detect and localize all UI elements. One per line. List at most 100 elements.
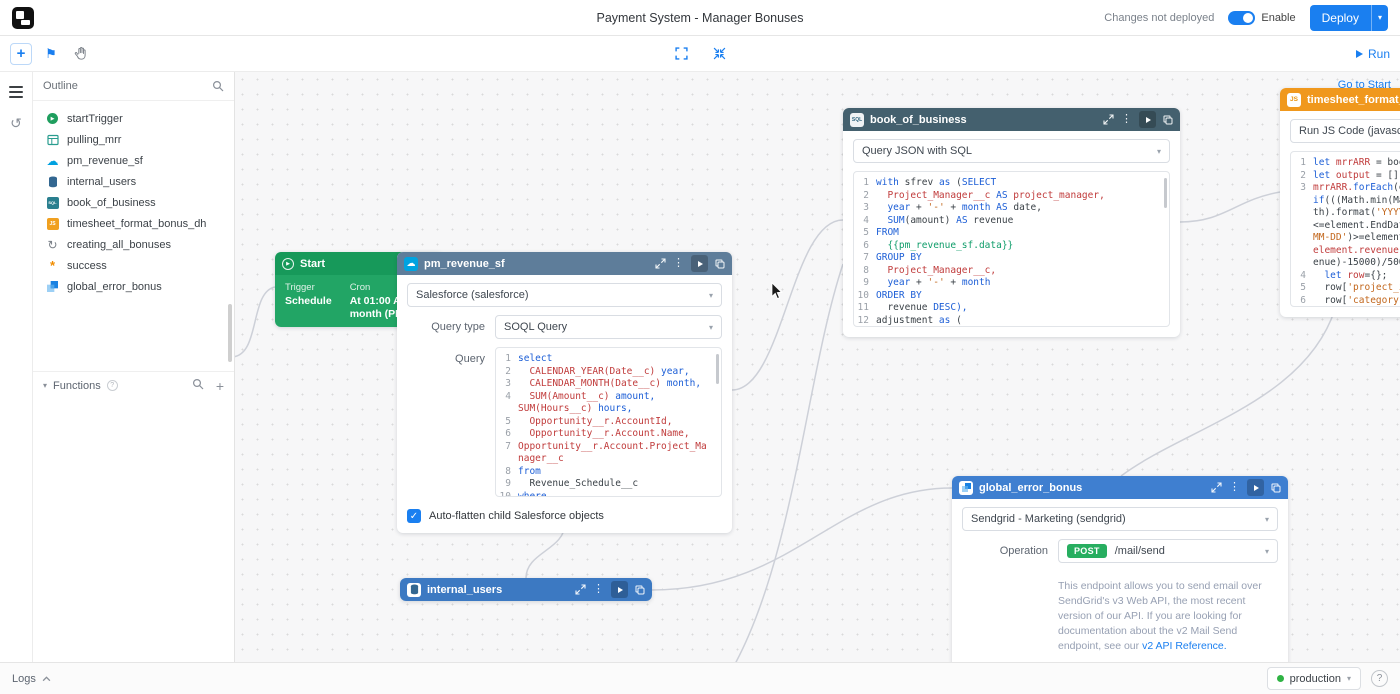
deploy-status: Changes not deployed	[1104, 12, 1214, 24]
outline-search-icon[interactable]	[212, 80, 224, 92]
collapse-view-button[interactable]	[708, 43, 730, 65]
copy-icon[interactable]	[1271, 483, 1281, 493]
trigger-label: Trigger	[285, 282, 332, 293]
page-title: Payment System - Manager Bonuses	[596, 11, 803, 25]
kebab-menu-icon[interactable]: ⋮	[593, 584, 604, 595]
start-trigger-icon: ▶	[47, 113, 58, 124]
environment-select[interactable]: production ▾	[1267, 667, 1361, 690]
sidebar-scrollbar[interactable]	[228, 304, 232, 362]
sidebar: ↺ Outline ▶ startTrigger pulling_mrr ☁ p…	[0, 72, 235, 662]
autoflatten-label: Auto-flatten child Salesforce objects	[429, 510, 604, 522]
expand-icon[interactable]	[575, 584, 586, 595]
sendgrid-icon	[959, 481, 973, 495]
enable-toggle[interactable]	[1228, 11, 1255, 25]
sql-icon: SQL	[850, 113, 864, 127]
deploy-button[interactable]: Deploy ▾	[1310, 5, 1388, 31]
deploy-caret-icon[interactable]: ▾	[1372, 5, 1388, 31]
enable-label: Enable	[1261, 12, 1295, 24]
node-pm-header[interactable]: ☁ pm_revenue_sf ⋮	[397, 252, 732, 275]
sidebar-item-global-error-bonus[interactable]: global_error_bonus	[33, 276, 234, 297]
play-icon	[1356, 50, 1363, 58]
js-code-editor[interactable]: 1let mrrARR = book2let output = [];3mrrA…	[1290, 151, 1400, 307]
sidebar-item-success[interactable]: * success	[33, 255, 234, 276]
history-icon[interactable]: ↺	[10, 116, 22, 130]
app-logo[interactable]	[12, 7, 34, 29]
sidebar-item-timesheet-format-bonus[interactable]: JS timesheet_format_bonus_dh	[33, 213, 234, 234]
copy-icon[interactable]	[635, 585, 645, 595]
query-type-select[interactable]: SOQL Query▾	[495, 315, 722, 339]
loop-icon: ↻	[46, 238, 59, 251]
bottom-bar: Logs production ▾ ?	[0, 662, 1400, 694]
sidebar-item-starttrigger[interactable]: ▶ startTrigger	[33, 108, 234, 129]
logs-toggle[interactable]: Logs	[12, 673, 51, 685]
workflow-canvas[interactable]: Go to Start ▶ Start Trigger Schedule Cro…	[235, 72, 1400, 662]
help-button[interactable]: ?	[1371, 670, 1388, 687]
operation-select[interactable]: POST /mail/send ▾	[1058, 539, 1278, 563]
node-pm-revenue-sf[interactable]: ☁ pm_revenue_sf ⋮ Salesforce (salesforce…	[397, 252, 732, 533]
sidebar-item-pulling-mrr[interactable]: pulling_mrr	[33, 129, 234, 150]
node-timesheet-format-bonus[interactable]: JS timesheet_format_bonus_dh Run JS Code…	[1280, 88, 1400, 317]
node-book-of-business[interactable]: SQL book_of_business ⋮ Query JSON with S…	[843, 108, 1180, 337]
outline-title: Outline	[43, 80, 78, 92]
sql-icon: SQL	[47, 197, 59, 209]
kebab-menu-icon[interactable]: ⋮	[673, 258, 684, 269]
pan-tool-button[interactable]	[70, 43, 92, 65]
chevron-down-icon: ▾	[709, 291, 713, 300]
copy-icon[interactable]	[1163, 115, 1173, 125]
node-book-header[interactable]: SQL book_of_business ⋮	[843, 108, 1180, 131]
menu-icon[interactable]	[9, 86, 23, 98]
method-badge: POST	[1067, 544, 1107, 558]
table-icon	[46, 133, 59, 146]
cron-label: Cron	[350, 282, 403, 293]
cron-value-line2: month (PD	[350, 308, 403, 321]
sidebar-item-creating-all-bonuses[interactable]: ↻ creating_all_bonuses	[33, 234, 234, 255]
functions-chevron-icon[interactable]: ▾	[43, 381, 47, 390]
v2-api-reference-link[interactable]: v2 API Reference.	[1142, 640, 1227, 652]
postgres-icon	[46, 175, 59, 188]
expand-icon[interactable]	[655, 258, 666, 269]
editor-scrollbar[interactable]	[716, 354, 719, 384]
add-step-button[interactable]: +	[10, 43, 32, 65]
collapse-view-icon	[713, 47, 726, 60]
run-step-button[interactable]	[691, 255, 708, 272]
soql-query-editor[interactable]: 1select2 CALENDAR_YEAR(Date__c) year,3 C…	[495, 347, 722, 497]
functions-add-button[interactable]: +	[216, 378, 224, 394]
functions-help-icon: ?	[107, 380, 118, 391]
node-internal-header[interactable]: internal_users ⋮	[400, 578, 652, 601]
connector-select[interactable]: Salesforce (salesforce)▾	[407, 283, 722, 307]
run-button[interactable]: Run	[1356, 47, 1390, 61]
node-error-header[interactable]: global_error_bonus ⋮	[952, 476, 1288, 499]
copy-icon[interactable]	[715, 259, 725, 269]
autoflatten-checkbox[interactable]: ✓	[407, 509, 421, 523]
salesforce-icon: ☁	[404, 257, 418, 271]
query-label: Query	[407, 347, 495, 497]
sidebar-item-pm-revenue-sf[interactable]: ☁ pm_revenue_sf	[33, 150, 234, 171]
node-global-error-bonus[interactable]: global_error_bonus ⋮ Sendgrid - Marketin…	[952, 476, 1288, 662]
functions-search-icon[interactable]	[192, 377, 204, 395]
kebab-menu-icon[interactable]: ⋮	[1229, 482, 1240, 493]
node-internal-users[interactable]: internal_users ⋮	[400, 578, 652, 601]
fit-view-icon	[675, 47, 688, 60]
expand-icon[interactable]	[1103, 114, 1114, 125]
sql-query-editor[interactable]: 1with sfrev as (SELECT2 Project_Manager_…	[853, 171, 1170, 327]
node-timesheet-header[interactable]: JS timesheet_format_bonus_dh	[1280, 88, 1400, 111]
endpoint-description: This endpoint allows you to send email o…	[1058, 579, 1278, 654]
functions-title: Functions	[53, 380, 101, 392]
chevron-down-icon: ▾	[1265, 515, 1269, 524]
start-icon: ▶	[282, 258, 294, 270]
action-select[interactable]: Run JS Code (javascript)	[1290, 119, 1400, 143]
action-select[interactable]: Query JSON with SQL▾	[853, 139, 1170, 163]
expand-icon[interactable]	[1211, 482, 1222, 493]
query-type-label: Query type	[407, 315, 495, 339]
kebab-menu-icon[interactable]: ⋮	[1121, 114, 1132, 125]
fit-view-button[interactable]	[670, 43, 692, 65]
run-step-button[interactable]	[1247, 479, 1264, 496]
run-step-button[interactable]	[611, 581, 628, 598]
run-step-button[interactable]	[1139, 111, 1156, 128]
sidebar-item-book-of-business[interactable]: SQL book_of_business	[33, 192, 234, 213]
connector-select[interactable]: Sendgrid - Marketing (sendgrid)▾	[962, 507, 1278, 531]
editor-scrollbar[interactable]	[1164, 178, 1167, 208]
flag-tool-button[interactable]: ⚑	[40, 43, 62, 65]
sidebar-item-internal-users[interactable]: internal_users	[33, 171, 234, 192]
postgres-icon	[407, 583, 421, 597]
